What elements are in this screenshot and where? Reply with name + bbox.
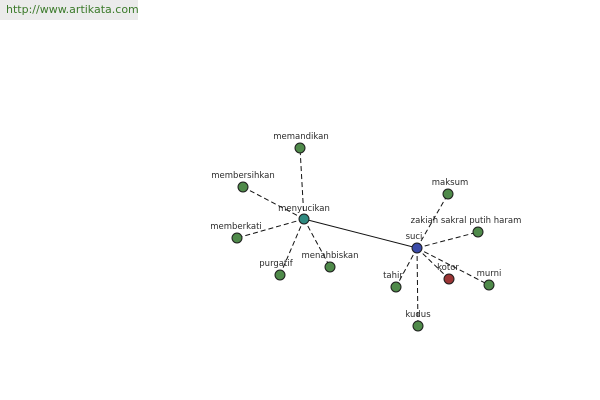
node-tahir[interactable]	[390, 281, 402, 293]
node-label-kotor[interactable]: kotor	[437, 263, 459, 273]
edge-suci-tahir	[395, 247, 418, 288]
node-memandikan[interactable]	[294, 142, 306, 154]
node-membersihkan[interactable]	[237, 181, 249, 193]
node-label-membersihkan[interactable]: membersihkan	[211, 171, 274, 181]
node-label-kudus[interactable]: kudus	[405, 310, 431, 320]
node-label-memandikan[interactable]: memandikan	[273, 132, 329, 142]
node-label-memberkati[interactable]: memberkati	[210, 222, 262, 232]
source-link[interactable]: http://www.artikata.com	[0, 0, 139, 20]
node-murni[interactable]	[483, 279, 495, 291]
node-suci[interactable]	[411, 242, 423, 254]
node-label-zakiah[interactable]: zakiah sakral putih haram	[411, 216, 522, 226]
node-label-tahir[interactable]: tahir	[383, 271, 403, 281]
node-memberkati[interactable]	[231, 232, 243, 244]
node-label-purgatif[interactable]: purgatif	[259, 259, 293, 269]
node-zakiah[interactable]	[472, 226, 484, 238]
edge-suci-murni	[416, 247, 490, 286]
edge-suci-kudus	[416, 247, 419, 327]
node-maksum[interactable]	[442, 188, 454, 200]
labels-layer: menyucikan suci memandikan membersihkan memb…	[210, 132, 521, 320]
node-menyucikan[interactable]	[298, 213, 310, 225]
node-kotor[interactable]	[443, 273, 455, 285]
edge-menyucikan-menahbiskan	[303, 218, 331, 268]
nodes-layer	[231, 142, 495, 332]
node-label-suci[interactable]: suci	[406, 232, 423, 242]
edge-menyucikan-purgatif	[279, 218, 305, 276]
node-label-murni[interactable]: murni	[477, 269, 502, 279]
node-kudus[interactable]	[412, 320, 424, 332]
edges-layer	[236, 147, 490, 327]
edge-menyucikan-suci	[303, 218, 418, 249]
node-label-menahbiskan[interactable]: menahbiskan	[301, 251, 358, 261]
edge-suci-zakiah	[416, 231, 479, 249]
node-menahbiskan[interactable]	[324, 261, 336, 273]
edge-menyucikan-membersihkan	[242, 186, 305, 220]
edge-suci-maksum	[416, 193, 449, 249]
edge-menyucikan-memandikan	[299, 147, 305, 220]
edge-menyucikan-memberkati	[236, 218, 305, 239]
node-purgatif[interactable]	[274, 269, 286, 281]
node-label-maksum[interactable]: maksum	[432, 178, 469, 188]
node-label-menyucikan[interactable]: menyucikan	[278, 204, 330, 214]
